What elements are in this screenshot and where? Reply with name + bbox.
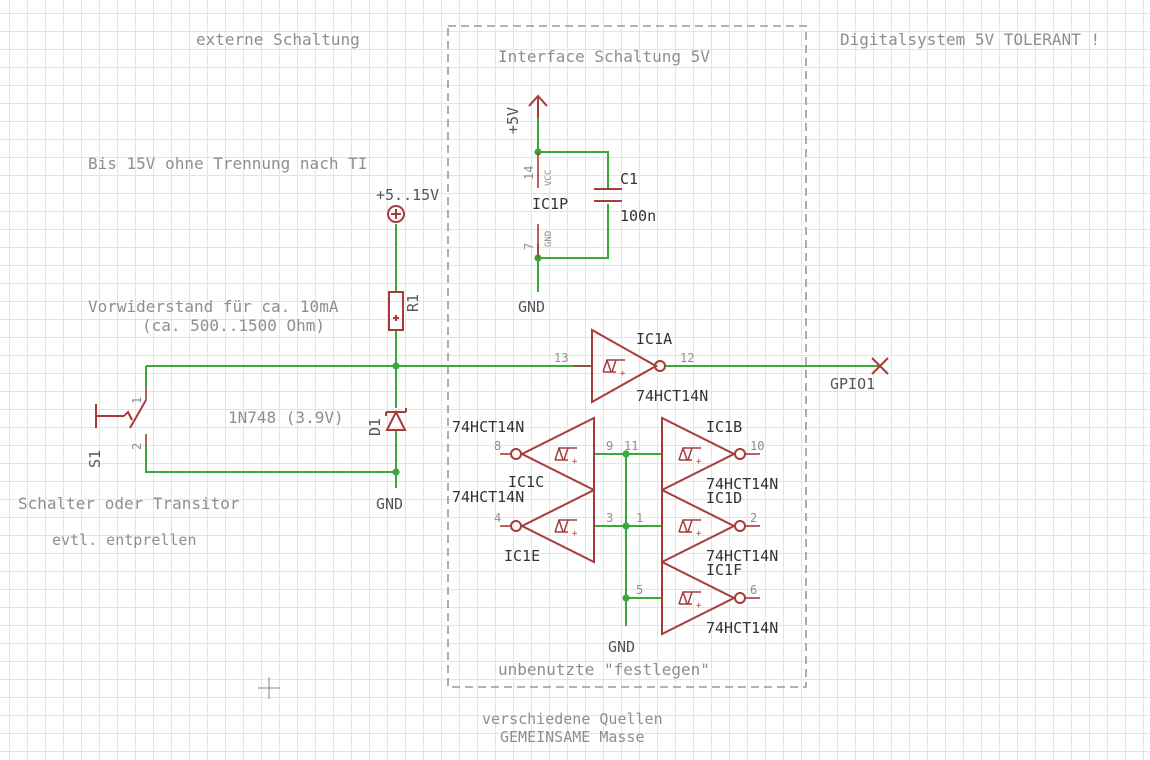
label-r1: R1 — [404, 294, 422, 312]
note-schalter: Schalter oder Transitor — [18, 494, 240, 513]
label-ic1d-type: 74HCT14N — [706, 547, 778, 565]
label-ic1d: IC1D — [706, 489, 742, 507]
pin-5: 5 — [636, 583, 643, 597]
note-vorwiderstand: Vorwiderstand für ca. 10mA — [88, 297, 339, 316]
label-d1: D1 — [366, 418, 384, 436]
plus5v-supply-symbol — [528, 94, 548, 118]
label-gnd-ic1p: GND — [518, 298, 545, 316]
note-ohm: (ca. 500..1500 Ohm) — [142, 316, 325, 335]
note-masse: GEMEINSAME Masse — [500, 728, 645, 746]
pin-1: 1 — [636, 511, 643, 525]
pin-7: 7 — [522, 243, 536, 250]
label-gnd-pin: GND — [544, 231, 554, 247]
switch-s1 — [95, 388, 147, 446]
pin-13: 13 — [554, 351, 568, 365]
label-ic1c: IC1C — [508, 473, 544, 491]
label-vcc-pin: VCC — [544, 170, 554, 186]
gpio1-terminal-symbol — [871, 357, 889, 375]
label-ic1c-type: 74HCT14N — [452, 418, 524, 436]
gate-ic1c — [500, 416, 595, 492]
note-entprellen: evtl. entprellen — [52, 531, 197, 549]
pin-s1-2: 2 — [130, 443, 144, 450]
gate-ic1a — [574, 328, 666, 404]
pin-11: 11 — [624, 439, 638, 453]
label-ic1e: IC1E — [504, 547, 540, 565]
note-unbenutzte: unbenutzte "festlegen" — [498, 660, 710, 679]
label-c1-value: 100n — [620, 207, 656, 225]
label-d1-value: 1N748 (3.9V) — [228, 408, 344, 427]
capacitor-c1 — [594, 188, 622, 202]
pin-9: 9 — [606, 439, 613, 453]
gate-ic1e — [500, 488, 595, 564]
pin-s1-1: 1 — [130, 397, 144, 404]
wires — [145, 118, 880, 626]
note-externe: externe Schaltung — [196, 30, 360, 49]
note-bis15v: Bis 15V ohne Trennung nach TI — [88, 154, 367, 173]
label-ic1a: IC1A — [636, 330, 672, 348]
gate-ic1f — [661, 560, 760, 636]
pin-3: 3 — [606, 511, 613, 525]
label-ic1a-type: 74HCT14N — [636, 387, 708, 405]
resistor-r1 — [388, 291, 404, 331]
label-ic1e-type: 74HCT14N — [452, 488, 524, 506]
label-s1: S1 — [86, 450, 104, 468]
pin-10: 10 — [750, 439, 764, 453]
label-ic1f-type: 74HCT14N — [706, 619, 778, 637]
origin-cross-icon — [258, 677, 280, 699]
label-ic1p: IC1P — [532, 195, 568, 213]
zener-diode-d1 — [385, 408, 407, 431]
label-gnd-unused: GND — [608, 638, 635, 656]
pin-2: 2 — [750, 511, 757, 525]
gate-ic1d — [661, 488, 760, 564]
label-plus5v: +5V — [504, 107, 522, 134]
pin-8: 8 — [494, 439, 501, 453]
label-gpio1: GPIO1 — [830, 375, 875, 393]
label-plus515v: +5..15V — [376, 186, 439, 204]
pin-6: 6 — [750, 583, 757, 597]
note-digital: Digitalsystem 5V TOLERANT ! — [840, 30, 1100, 49]
label-ic1b-type: 74HCT14N — [706, 475, 778, 493]
note-quellen: verschiedene Quellen — [482, 710, 663, 728]
interface-frame — [447, 25, 807, 688]
pin-12: 12 — [680, 351, 694, 365]
gate-ic1b — [661, 416, 760, 492]
pin-14: 14 — [522, 166, 536, 180]
label-ic1b: IC1B — [706, 418, 742, 436]
plus515v-supply-symbol — [387, 205, 405, 223]
note-interface: Interface Schaltung 5V — [498, 47, 710, 66]
label-c1: C1 — [620, 170, 638, 188]
label-gnd-input: GND — [376, 495, 403, 513]
pin-4: 4 — [494, 511, 501, 525]
label-ic1f: IC1F — [706, 561, 742, 579]
